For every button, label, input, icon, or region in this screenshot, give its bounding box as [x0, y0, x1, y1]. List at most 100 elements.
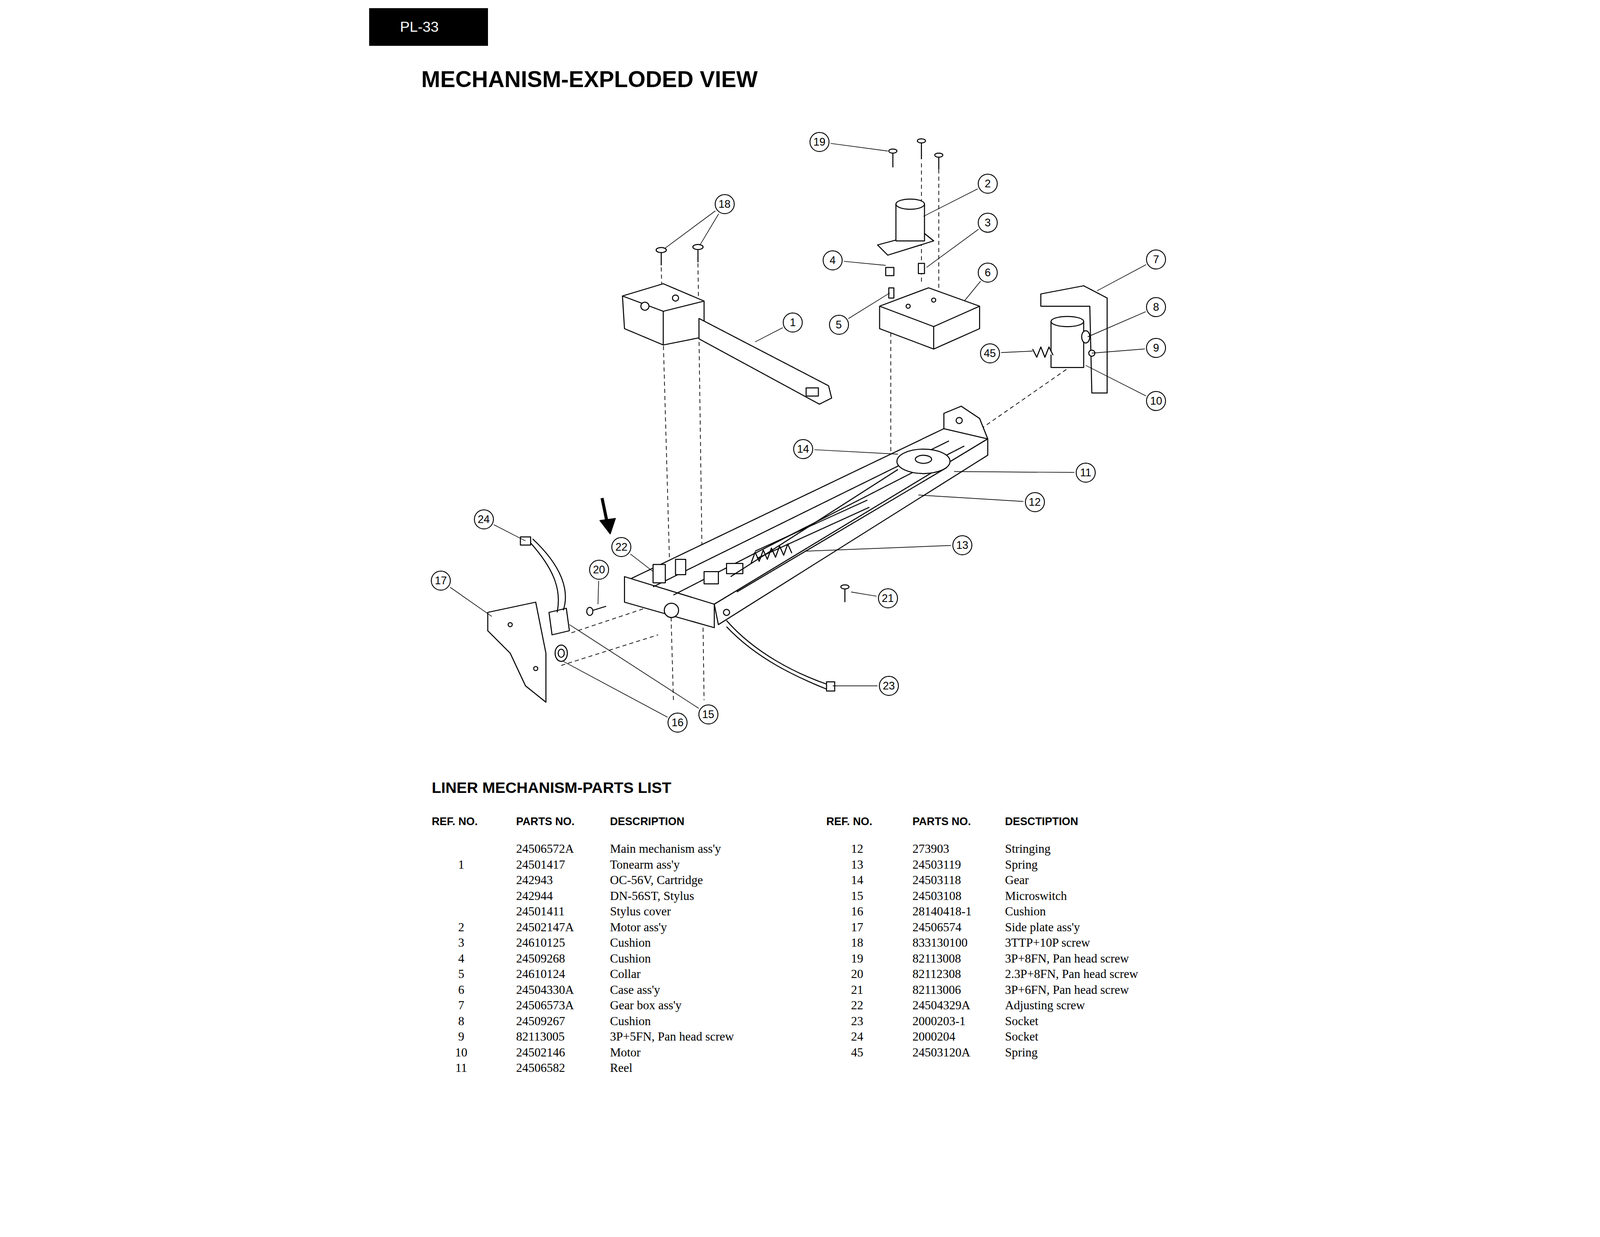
leader-line	[926, 229, 979, 268]
part-number: 24506573A	[516, 998, 575, 1013]
callout-text: 19	[813, 136, 826, 148]
part-number: 24503118	[912, 873, 961, 888]
callout-number: 19	[809, 131, 830, 152]
direction-arrow	[600, 497, 616, 534]
tonearm	[622, 283, 705, 346]
part-description: Cushion	[1004, 904, 1046, 919]
part-description: Cushion	[609, 1014, 651, 1029]
page-code: PL-33	[400, 18, 439, 36]
callout-number: 12	[1024, 492, 1045, 513]
callout-text: 21	[881, 592, 894, 604]
reel	[897, 448, 951, 474]
case	[879, 287, 981, 350]
callout-text: 17	[434, 575, 448, 586]
microswitch	[555, 644, 568, 662]
callout-text: 4	[829, 254, 836, 266]
callout-text: 6	[984, 267, 991, 279]
part-number: 24610124	[516, 967, 566, 981]
leader-line	[964, 281, 981, 302]
callout-number: 20	[589, 559, 610, 580]
part-number: 833130100	[912, 936, 968, 950]
callout-text: 20	[592, 564, 605, 576]
ref-number: 13	[851, 858, 864, 872]
table-header: DESCTIPTION	[1004, 815, 1079, 828]
callout-number: 5	[829, 314, 849, 335]
screw	[692, 244, 704, 250]
callout-text: 5	[835, 319, 842, 331]
main-chassis	[624, 576, 715, 628]
screw	[586, 607, 594, 616]
callout-number: 8	[1146, 297, 1166, 318]
microswitch	[558, 648, 565, 658]
part-description: 3TTP+10P screw	[1004, 936, 1090, 950]
leader-line	[1092, 348, 1146, 353]
callout-number: 11	[1075, 462, 1096, 483]
leader-line	[954, 471, 1075, 473]
ref-number: 4	[458, 951, 465, 966]
callout-number: 17	[430, 570, 451, 591]
side-plate	[508, 622, 513, 627]
callout-text: 1	[790, 317, 796, 328]
spring-rod	[751, 500, 870, 564]
ref-number: 8	[458, 1014, 465, 1029]
part-description: 2.3P+8FN, Pan head screw	[1004, 967, 1138, 981]
part-number: 24502147A	[516, 920, 575, 935]
part-description: Side plate ass'y	[1004, 920, 1080, 935]
direction-arrow	[600, 518, 616, 534]
main-chassis	[624, 428, 988, 605]
ref-number: 45	[851, 1045, 864, 1060]
ref-number: 1	[458, 858, 465, 872]
callout-text: 16	[671, 717, 684, 728]
leader-line	[1097, 264, 1147, 291]
ref-number: 23	[851, 1014, 864, 1029]
leader-line	[1087, 311, 1147, 337]
case	[879, 306, 981, 327]
part-description: Motor	[609, 1045, 641, 1060]
microswitch	[549, 608, 570, 662]
socket-wire	[520, 536, 566, 613]
case	[879, 287, 981, 350]
callout-number: 16	[667, 712, 688, 733]
callout-number: 14	[793, 439, 814, 459]
stringing	[730, 467, 947, 593]
ref-number: 10	[455, 1045, 468, 1060]
table-header: PARTS NO.	[516, 815, 575, 828]
screw	[917, 138, 926, 143]
case	[933, 326, 935, 350]
socket-wire	[726, 626, 829, 691]
callout-text: 14	[796, 443, 810, 455]
table-header: REF. NO.	[826, 815, 873, 828]
main-chassis	[624, 406, 988, 628]
assembly-line	[561, 634, 659, 666]
callout-number: 22	[611, 536, 632, 557]
callout-text: 22	[615, 541, 628, 553]
leader-line	[598, 580, 600, 605]
part-description: Motor ass'y	[609, 920, 668, 935]
part-number: 24504330A	[516, 983, 575, 997]
part-number: 24503108	[912, 889, 962, 903]
part-description: Reel	[609, 1061, 633, 1075]
part-description: 3P+8FN, Pan head screw	[1004, 951, 1129, 966]
leader-line	[843, 261, 886, 266]
tonearm	[698, 318, 832, 405]
motor-assembly	[896, 199, 925, 210]
tonearm	[662, 311, 664, 345]
part-number: 24502146	[516, 1045, 566, 1060]
gear-box	[1051, 316, 1084, 327]
part-number: 82113006	[912, 983, 961, 997]
part-description: Socket	[1004, 1014, 1039, 1029]
ref-number: 16	[851, 904, 864, 919]
table-header: PARTS NO.	[912, 815, 971, 828]
mechanism-drawing	[487, 138, 1108, 703]
ref-number: 24	[851, 1029, 864, 1044]
leader-line	[449, 587, 492, 617]
screw	[934, 153, 943, 158]
callout-number: 9	[1146, 337, 1166, 358]
tonearm	[672, 294, 679, 302]
callout-text: 11	[1080, 467, 1092, 479]
part-description: OC-56V, Cartridge	[609, 873, 703, 888]
screw	[892, 153, 894, 168]
callout-number: 1	[782, 312, 803, 333]
